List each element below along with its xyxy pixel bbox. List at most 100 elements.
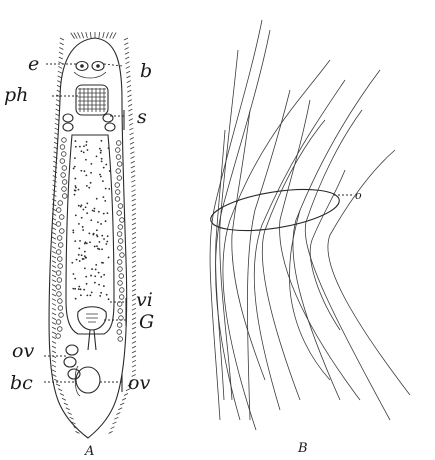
cilium [132,242,136,244]
cilium [62,398,66,400]
cilium [130,142,134,144]
cilium [131,171,135,173]
cilium [99,32,100,38]
caption-b: B [297,441,308,456]
cilium [112,422,116,424]
reproductive-lower [64,345,100,396]
cilium [52,370,56,372]
cilium [60,38,64,40]
statocyst-lobes [63,114,115,131]
cilium [58,62,62,64]
cilium [131,180,135,182]
cilium [59,52,63,54]
eyes [74,62,106,79]
cilium [52,341,56,343]
cilium [52,332,56,334]
cilium [128,109,132,111]
cilium [58,66,62,68]
cilium [52,294,56,296]
cilium [132,318,136,320]
cilium [52,256,56,258]
fibre [223,60,330,430]
cilium [82,32,84,38]
cilium [52,289,56,291]
panel-a: e b ph s vi G ov bc ov A [4,32,154,459]
cilium [128,95,132,97]
cilium [130,147,134,149]
cilium [52,337,56,339]
cilium [131,161,135,163]
cilium [131,157,135,159]
cilium [124,38,128,40]
cilium [132,194,136,196]
cilium [52,365,56,367]
cilium [132,360,136,362]
cilium [52,313,56,315]
cilium [52,204,56,206]
cilium [132,341,136,343]
cilium [52,261,56,263]
cilium [132,332,136,334]
cilium [132,337,136,339]
cilium [52,232,56,234]
label-bc: bc [10,372,33,394]
panel-b: o B [208,20,410,456]
cilium [52,284,56,286]
oval-o [208,182,342,238]
label-ov-left: ov [12,340,34,362]
cilium [52,351,56,353]
cilium [131,166,135,168]
cilium [68,412,72,414]
label-b: b [140,60,152,82]
cilium [132,346,136,348]
cilium [52,346,56,348]
cilium [129,128,133,130]
cilium [132,280,136,282]
cilium [127,85,131,87]
cilium [130,152,134,154]
cilium [114,417,118,419]
cilium [132,365,136,367]
fibre [305,110,390,420]
cilium [66,408,70,410]
cilium [106,32,108,38]
cilium [52,280,56,282]
cilium [132,266,136,268]
fibres [210,20,410,430]
label-s: s [137,106,147,128]
cilium [53,171,57,173]
fibre [254,80,345,410]
cilium [132,322,136,324]
cilium [128,100,132,102]
cilium [109,431,113,433]
cilium [132,313,136,315]
cilium [64,403,68,405]
cilium [132,275,136,277]
cilium [125,47,129,49]
cilium [132,284,136,286]
fibre [232,110,265,380]
cilium [127,90,131,92]
cilium [110,32,113,38]
cilium [59,57,63,59]
cilium [52,251,56,253]
cilium [132,199,136,201]
cilium [86,32,87,38]
cilium [52,266,56,268]
cilium [130,133,134,135]
cilium [129,123,133,125]
cilium [124,43,128,45]
pharynx [76,85,108,115]
cilium [132,218,136,220]
cilium [126,76,130,78]
cilium [132,351,136,353]
cilium [126,62,130,64]
label-ph: ph [4,84,28,106]
cilium [52,318,56,320]
cilium [132,232,136,234]
cilium [118,408,122,410]
cilium [120,403,124,405]
cilium [52,275,56,277]
cilium [125,52,129,54]
cilium [103,32,104,38]
